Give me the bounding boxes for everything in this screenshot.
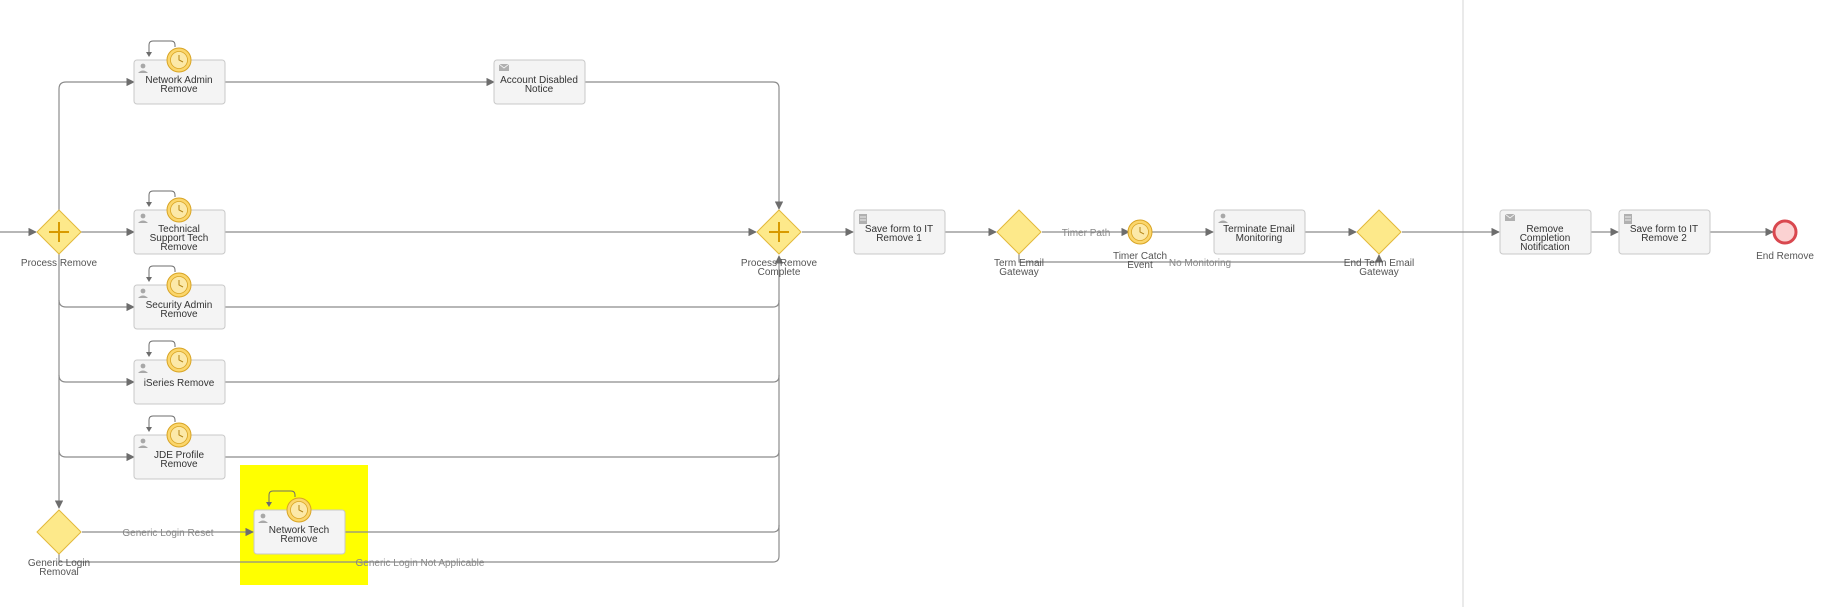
timer-icon xyxy=(166,272,192,298)
loop-arrow xyxy=(146,277,152,282)
gateway-label: Process Remove xyxy=(21,258,98,269)
parallel-plus-icon xyxy=(769,222,789,242)
user-icon xyxy=(1218,213,1228,223)
gateway-generic-login-removal[interactable] xyxy=(36,509,82,555)
flow-security-to-complete[interactable] xyxy=(225,255,784,308)
gateway-process-remove-complete[interactable] xyxy=(756,209,802,255)
envelope-icon xyxy=(498,63,510,71)
flow-jde-to-complete[interactable] xyxy=(225,375,780,458)
flow-to-network-admin-remove[interactable] xyxy=(58,77,135,210)
flow-network-tech-to-complete[interactable] xyxy=(345,450,780,533)
flow-label-no-monitoring: No Monitoring xyxy=(1169,258,1231,269)
timer-icon xyxy=(166,47,192,73)
flow-account-disabled-to-complete[interactable] xyxy=(585,81,784,210)
flow-label-generic-login-not-applicable: Generic Login Not Applicable xyxy=(356,558,485,569)
user-icon xyxy=(138,438,148,448)
loop-marker xyxy=(268,490,296,505)
timer-icon xyxy=(166,422,192,448)
gateway-end-term-email[interactable] xyxy=(1356,209,1402,255)
script-icon xyxy=(859,214,867,224)
timer-icon xyxy=(166,347,192,373)
event-label: End Remove xyxy=(1756,251,1814,262)
flow-generic-login-not-applicable[interactable] xyxy=(58,525,780,563)
timer-icon xyxy=(286,497,312,523)
loop-marker xyxy=(148,340,176,355)
gateway-term-email[interactable] xyxy=(996,209,1042,255)
event-timer-catch[interactable] xyxy=(1127,219,1153,245)
flow-label-timer-path: Timer Path xyxy=(1062,228,1111,239)
user-icon xyxy=(138,213,148,223)
loop-marker xyxy=(148,190,176,205)
parallel-plus-icon xyxy=(49,222,69,242)
timer-icon xyxy=(166,197,192,223)
loop-arrow xyxy=(146,52,152,57)
task-label: iSeries Remove xyxy=(144,378,215,389)
flow-no-monitoring[interactable] xyxy=(1018,254,1384,263)
clock-icon xyxy=(1139,227,1145,235)
gateway-process-remove[interactable] xyxy=(36,209,82,255)
flow-to-iseries[interactable] xyxy=(58,300,135,387)
event-end-remove[interactable] xyxy=(1772,219,1798,245)
loop-marker xyxy=(148,265,176,280)
loop-marker xyxy=(148,40,176,55)
loop-arrow xyxy=(146,202,152,207)
loop-arrow xyxy=(266,502,272,507)
loop-arrow xyxy=(146,352,152,357)
flow-label-generic-login-reset: Generic Login Reset xyxy=(122,528,213,539)
script-icon xyxy=(1624,214,1632,224)
user-icon xyxy=(258,513,268,523)
sequence-flows xyxy=(0,77,1774,563)
user-icon xyxy=(138,288,148,298)
user-icon xyxy=(138,63,148,73)
user-icon xyxy=(138,363,148,373)
task-iseries-remove[interactable]: iSeries Remove xyxy=(133,340,226,405)
loop-marker xyxy=(148,415,176,430)
envelope-icon xyxy=(1504,213,1516,221)
flow-to-jde[interactable] xyxy=(58,375,135,462)
loop-arrow xyxy=(146,427,152,432)
flow-iseries-to-complete[interactable] xyxy=(225,300,780,383)
